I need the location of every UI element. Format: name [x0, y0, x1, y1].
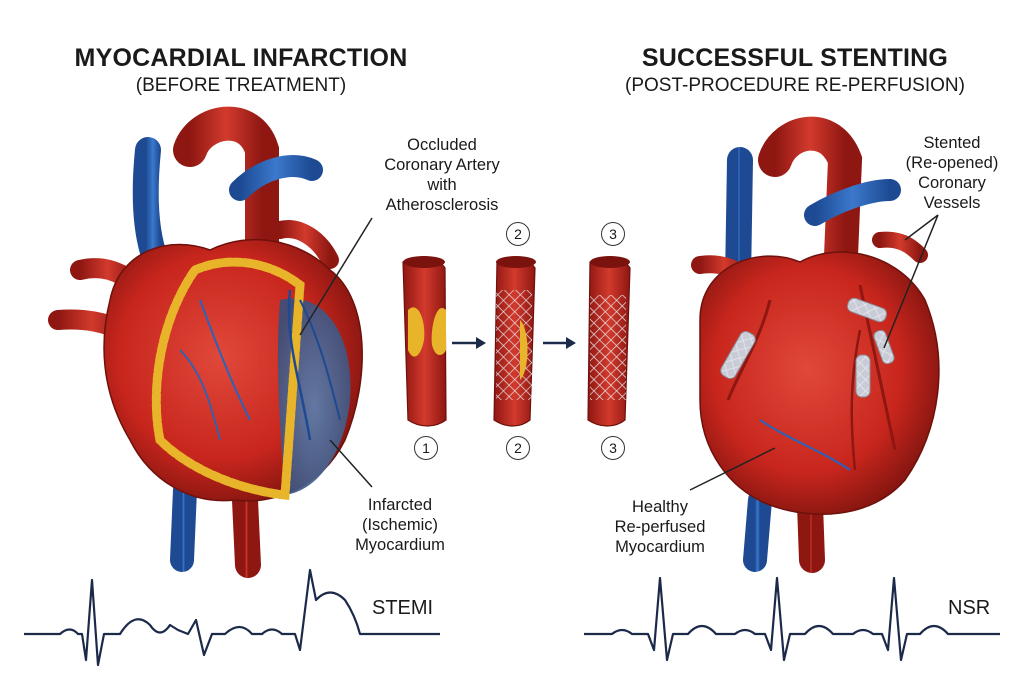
step-arrow-2 — [543, 337, 576, 349]
step-number-bottom-2: 2 — [506, 436, 530, 460]
occluded-label-line-1: Occluded — [362, 135, 522, 155]
artery-segment-3 — [588, 256, 630, 426]
healthy-label-line-3: Myocardium — [600, 537, 720, 557]
infarcted-leader-line — [330, 440, 372, 487]
healthy-label-line-2: Re-perfused — [600, 517, 720, 537]
stented-vessels-label: Stented (Re-opened) Coronary Vessels — [902, 133, 1002, 213]
infarcted-label-line-2: (Ischemic) — [340, 515, 460, 535]
stented-label-line-2: (Re-opened) — [902, 153, 1002, 173]
artery-segment-1 — [403, 256, 446, 426]
step-number-bottom-1: 1 — [414, 436, 438, 460]
occluded-label-line-3: with — [362, 175, 522, 195]
occluded-artery-label: Occluded Coronary Artery with Atheroscle… — [362, 135, 522, 215]
healthy-label-line-1: Healthy — [600, 497, 720, 517]
artery-segment-2 — [494, 256, 536, 426]
nsr-ecg-trace — [584, 578, 1000, 660]
stented-label-line-3: Coronary — [902, 173, 1002, 193]
step-number-top-2: 2 — [506, 222, 530, 246]
infarcted-label-line-1: Infarcted — [340, 495, 460, 515]
stented-label-line-1: Stented — [902, 133, 1002, 153]
nsr-label: NSR — [948, 597, 990, 620]
stented-label-line-4: Vessels — [902, 193, 1002, 213]
stemi-label: STEMI — [372, 597, 433, 620]
infarcted-heart — [58, 124, 362, 565]
occluded-label-line-2: Coronary Artery — [362, 155, 522, 175]
step-number-top-3: 3 — [601, 222, 625, 246]
infarcted-myocardium-label: Infarcted (Ischemic) Myocardium — [340, 495, 460, 555]
infarcted-label-line-3: Myocardium — [340, 535, 460, 555]
occluded-label-line-4: Atherosclerosis — [362, 195, 522, 215]
step-arrow-1 — [452, 337, 486, 349]
healthy-myocardium-label: Healthy Re-perfused Myocardium — [600, 497, 720, 557]
step-number-bottom-3: 3 — [601, 436, 625, 460]
